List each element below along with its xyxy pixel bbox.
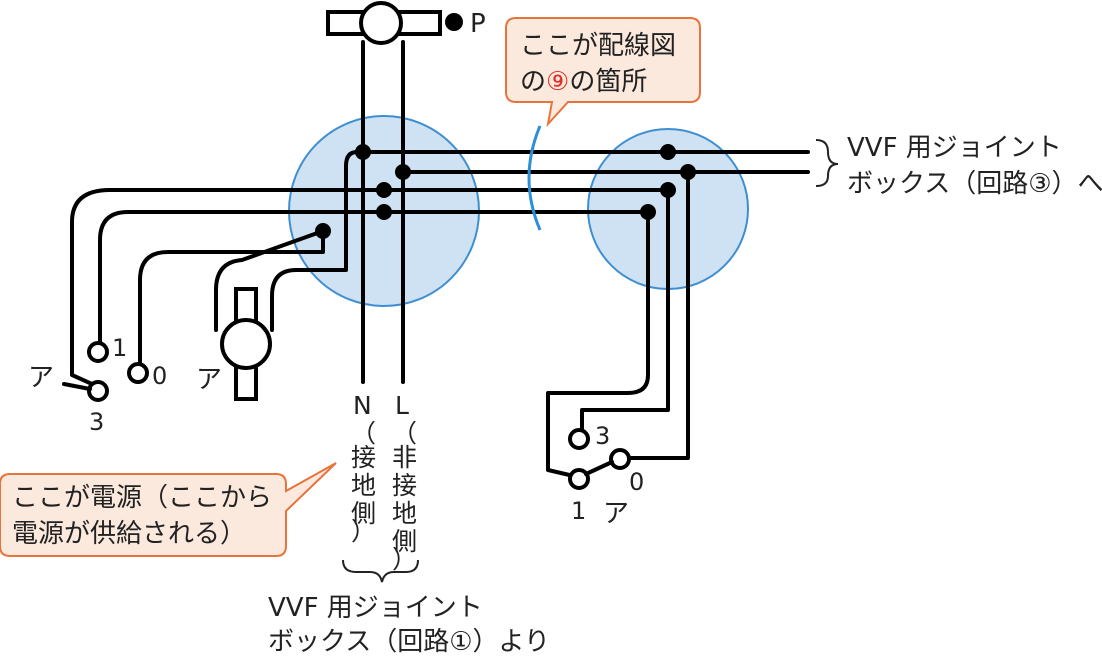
wire-right-switch-traveller-a — [546, 210, 650, 479]
callout-power-source-bubble — [0, 462, 337, 557]
junction-dot — [660, 182, 676, 198]
brace-to-circuit3 — [815, 139, 839, 187]
switch-right-tag: ア — [603, 499, 629, 529]
junction-dot — [355, 144, 371, 160]
neutral-desc-3: 側 — [351, 499, 376, 528]
switch-left-terminal-3: 3 — [89, 408, 104, 436]
neutral-desc-2: 地 — [351, 471, 376, 500]
switch-left-terminal-0: 0 — [152, 362, 167, 390]
receptacle: ア — [196, 287, 272, 401]
wire-right-switch-common — [623, 170, 690, 460]
neutral-letter: N — [353, 391, 372, 420]
junction-dot — [376, 182, 392, 198]
wire-left-switch-zero — [138, 229, 325, 370]
brace-from-circuit1 — [342, 559, 419, 583]
receptacle-tag: ア — [196, 365, 222, 395]
wire-right-switch-traveller-b — [580, 188, 670, 432]
line-desc-2: 接 — [392, 471, 417, 500]
callout-power-source-line2: 電源が供給される） — [12, 519, 246, 549]
junction-dot — [660, 144, 676, 160]
wire-receptacle-line — [214, 229, 325, 332]
junction-dot — [680, 164, 696, 180]
switch-right: 3 0 1 ア — [568, 422, 644, 529]
to-circuit3-line2: ボックス（回路③）へ — [847, 169, 1102, 199]
pilot-lamp-fixture: P — [326, 1, 486, 45]
neutral-desc-1: 接 — [351, 443, 376, 472]
wire-traveller-upper — [70, 188, 386, 386]
switch-right-terminal-3: 3 — [595, 422, 610, 450]
to-circuit3-line1: VVF 用ジョイント — [847, 133, 1062, 163]
wire-traveller-lower — [98, 210, 386, 345]
callout-wiring-point: ここが配線図 の⑨の箇所 — [505, 17, 701, 128]
junction-dot — [315, 223, 331, 239]
cable-marker — [527, 125, 542, 231]
switch-left: ア 1 0 3 — [28, 334, 167, 436]
neutral-desc-0: （ — [351, 419, 376, 448]
line-desc-5: ） — [392, 545, 417, 574]
line-desc-4: 側 — [392, 527, 417, 556]
junction-dot — [640, 204, 656, 220]
from-circuit1-line2: ボックス（回路①）より — [268, 627, 550, 657]
line-desc-0: （ — [392, 419, 417, 448]
line-desc-3: 地 — [392, 499, 417, 528]
callout-wiring-point-mark: ⑨ — [546, 67, 569, 97]
switch-right-terminal-1: 1 — [571, 497, 586, 525]
callout-wiring-point-line1: ここが配線図 — [520, 31, 676, 61]
switch-right-terminal-0: 0 — [629, 468, 644, 496]
junction-dot — [395, 164, 411, 180]
callout-power-source-line1: ここが電源（ここから — [12, 483, 272, 513]
line-letter: L — [395, 391, 409, 420]
line-desc-1: 非 — [392, 443, 417, 472]
pilot-lamp-dot — [445, 13, 463, 31]
from-circuit1-line1: VVF 用ジョイント — [268, 593, 483, 623]
pilot-lamp-label: P — [470, 9, 486, 39]
neutral-desc-4: ） — [351, 517, 376, 546]
switch-left-tag: ア — [28, 363, 54, 393]
junction-dot — [376, 204, 392, 220]
callout-wiring-point-bubble — [505, 17, 701, 128]
callout-power-source: ここが電源（ここから 電源が供給される） — [0, 462, 337, 557]
switch-left-terminal-1: 1 — [112, 334, 127, 362]
callout-wiring-point-line2: の⑨の箇所 — [520, 67, 647, 97]
wire-receptacle-neutral — [270, 150, 365, 332]
